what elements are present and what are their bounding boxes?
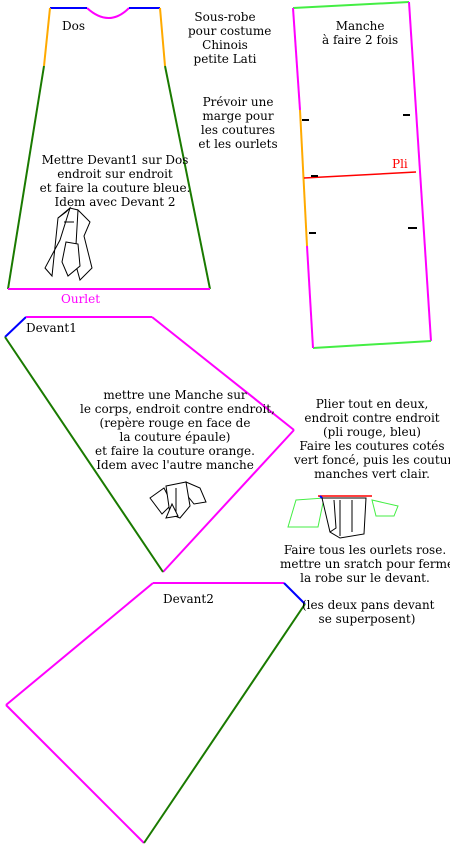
devant1-side (4, 336, 164, 573)
manche-marks (302, 114, 417, 234)
dos-neckline (86, 7, 130, 19)
pli-label: Pli (392, 157, 408, 171)
sketch-body-assembly (44, 206, 93, 281)
manche-top (292, 1, 410, 9)
manche-fold-line (303, 171, 417, 179)
manche-label: Manche à faire 2 fois (322, 19, 399, 47)
devant1-shoulder (4, 316, 27, 338)
dos-piece (7, 7, 211, 290)
devant2-left-upper (5, 582, 154, 706)
manche-bottom (312, 340, 432, 349)
step-manche-note: mettre une Manche sur le corps, endroit … (80, 388, 275, 472)
manche-left-bottom (306, 245, 314, 349)
devant1-label: Devant1 (26, 321, 77, 335)
manche-piece (292, 1, 432, 349)
devant2-shoulder (283, 582, 306, 605)
devant2-piece (5, 582, 306, 844)
devant1-front (162, 429, 295, 573)
devant2-left-lower (5, 704, 145, 844)
superpose-note: (les deux pans devant se superposent) (302, 598, 435, 626)
step-dos-note: Mettre Devant1 sur Dos endroit sur endro… (39, 153, 191, 209)
devant2-side (143, 603, 306, 844)
ourlet-label: Ourlet (61, 292, 101, 306)
dos-right-armhole (159, 7, 166, 67)
dos-left-side (7, 65, 45, 290)
dos-right-side (164, 65, 211, 290)
manche-left-top (292, 7, 301, 111)
manche-right (408, 1, 432, 342)
step-plier-note: Plier tout en deux, endroit contre endro… (294, 397, 450, 481)
sketch-folded-garment (287, 495, 399, 539)
dos-left-armhole (43, 7, 51, 67)
dos-label: Dos (62, 19, 86, 33)
devant1-piece (4, 316, 295, 573)
devant1-armhole (151, 316, 295, 431)
devant2-label: Devant2 (163, 592, 214, 606)
step-ourlets-note: Faire tous les ourlets rose. mettre un s… (280, 543, 450, 585)
margin-note: Prévoir une marge pour les coutures et l… (198, 95, 278, 151)
sketch-sleeves-assembly (149, 481, 207, 519)
manche-left-mid (299, 109, 308, 247)
title-note: Sous-robe pour costume Chinois petite La… (188, 10, 272, 66)
